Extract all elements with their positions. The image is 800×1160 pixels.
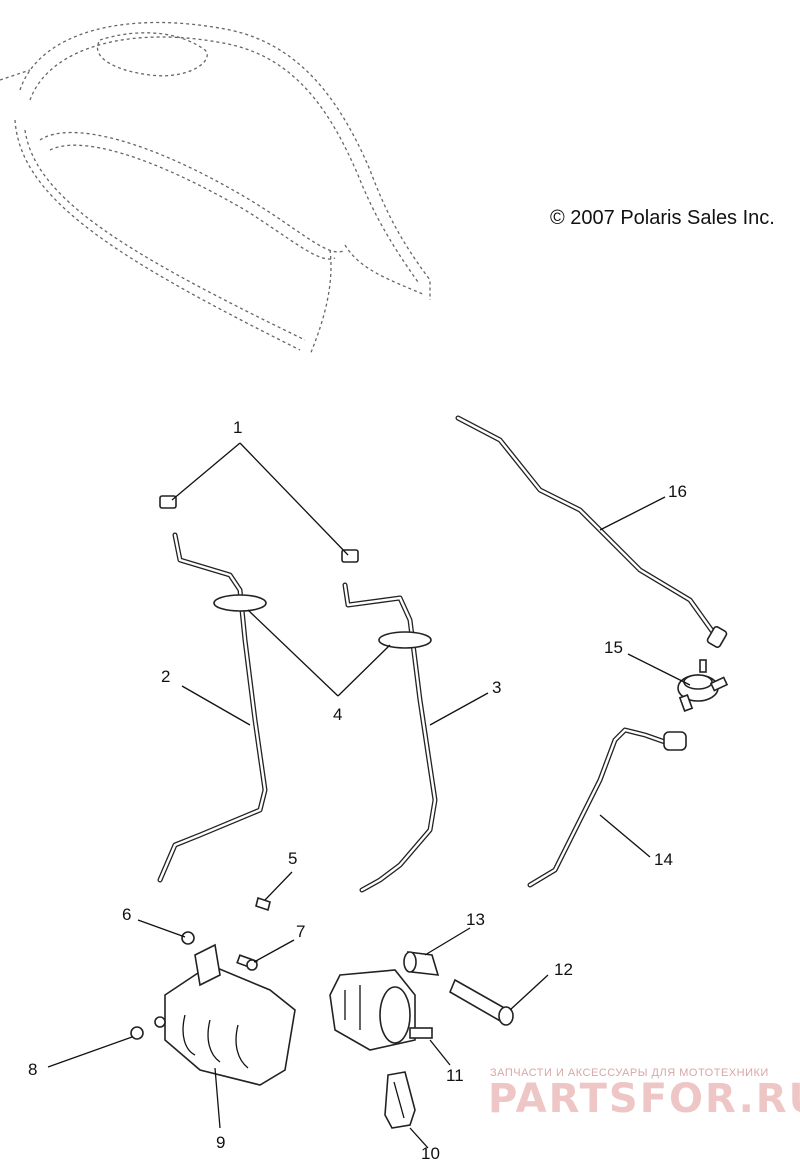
callout-12: 12: [554, 960, 573, 979]
callout-6: 6: [122, 905, 131, 924]
callout-14: 14: [654, 850, 673, 869]
part-2-tube: [157, 532, 268, 883]
part-12-tube-piece: [448, 978, 514, 1026]
copyright-text: © 2007 Polaris Sales Inc.: [550, 207, 775, 229]
part-1-connectors: [159, 495, 359, 563]
callout-15: 15: [604, 638, 623, 657]
part-3-tube: [342, 582, 438, 893]
part-5-clip: [255, 896, 271, 912]
callout-13: 13: [466, 910, 485, 929]
callout-8: 8: [28, 1060, 37, 1079]
part-7-bolt: [236, 954, 258, 971]
fuel-tank-outline: [0, 21, 431, 356]
callout-4: 4: [333, 705, 342, 724]
callout-9: 9: [216, 1133, 225, 1152]
part-16-tube: [455, 415, 728, 648]
part-11-canister: [329, 969, 433, 1051]
part-9-housing: [154, 943, 296, 1086]
callout-11: 11: [446, 1066, 464, 1085]
part-4-clamps: [213, 594, 432, 649]
callout-1: 1: [233, 418, 242, 437]
watermark: ЗАПЧАСТИ И АКСЕССУАРЫ ДЛЯ МОТОТЕХНИКИ PA…: [488, 1067, 800, 1122]
watermark-tagline: ЗАПЧАСТИ И АКСЕССУАРЫ ДЛЯ МОТОТЕХНИКИ: [490, 1067, 769, 1079]
part-10-bracket: [384, 1071, 416, 1129]
part-14-tube: [527, 727, 687, 888]
callout-numbers: 1 2 3 4 5 6 7 8 9 10 11 12 13 14 15 16: [28, 418, 687, 1160]
callout-10: 10: [421, 1144, 440, 1160]
callout-5: 5: [288, 849, 297, 868]
part-6-nut: [181, 931, 195, 945]
part-13-filter: [403, 951, 440, 976]
part-8-bolt: [130, 1026, 144, 1040]
callout-7: 7: [296, 922, 305, 941]
callout-2: 2: [161, 667, 170, 686]
watermark-brand: PARTSFOR.RU: [488, 1076, 800, 1122]
leader-lines: [47, 442, 691, 1149]
callout-3: 3: [492, 678, 501, 697]
callout-16: 16: [668, 482, 687, 501]
part-15-valve: [677, 659, 729, 712]
